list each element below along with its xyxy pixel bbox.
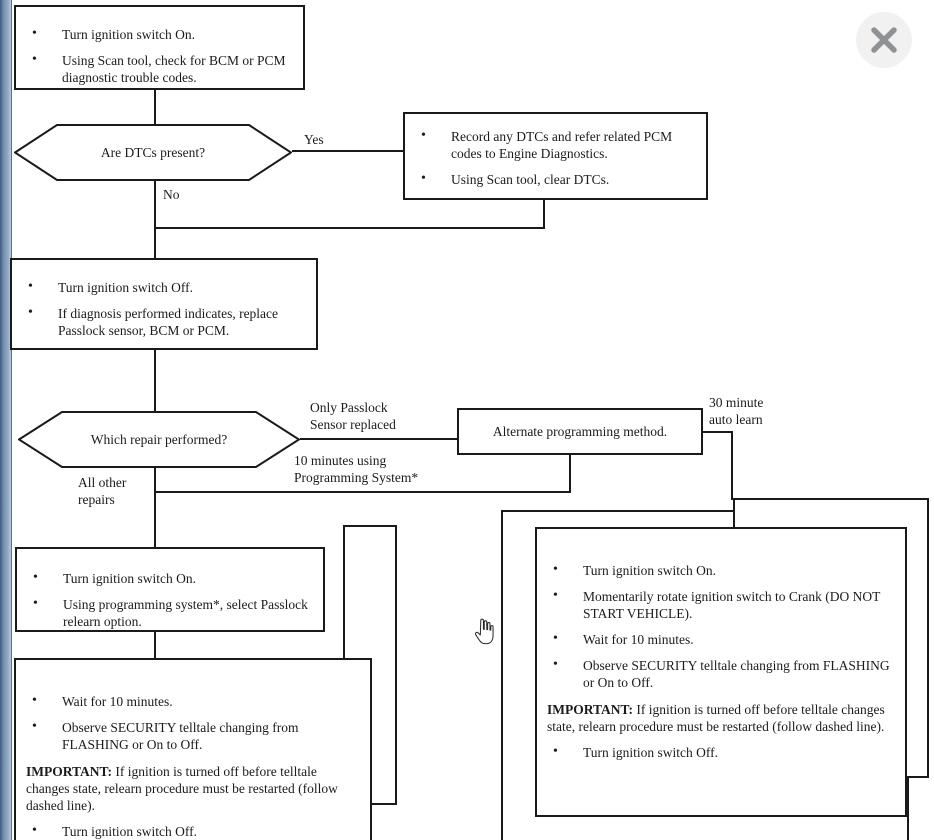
bullet-icon: • xyxy=(32,52,37,67)
list-item-text: Turn ignition switch On. xyxy=(583,563,717,578)
bullet-icon: • xyxy=(553,562,558,577)
branch-label-programming-system: 10 minutes using Programming System* xyxy=(294,453,419,485)
hand-cursor-icon xyxy=(470,615,500,655)
box-label: Alternate programming method. xyxy=(492,423,668,439)
list-item: • If diagnosis performed indicates, repl… xyxy=(12,305,316,339)
list-item-text: Turn ignition switch Off. xyxy=(58,280,194,295)
list-item: • Record any DTCs and refer related PCM … xyxy=(405,128,706,162)
list-item: • Using Scan tool, check for BCM or PCM … xyxy=(16,52,303,86)
flow-box-wait-left: • Wait for 10 minutes. • Observe SECURIT… xyxy=(14,658,372,840)
connector-line xyxy=(154,491,571,493)
important-label: IMPORTANT: xyxy=(26,764,113,779)
list-item: • Wait for 10 minutes. xyxy=(537,631,905,648)
list-item: • Turn ignition switch Off. xyxy=(12,279,316,296)
list-item-text: Using programming system*, select Passlo… xyxy=(63,597,308,629)
bullet-icon: • xyxy=(553,588,558,603)
list-item: • Momentarily rotate ignition switch to … xyxy=(537,588,905,622)
connector-line xyxy=(154,350,156,413)
important-note: IMPORTANT: If ignition is turned off bef… xyxy=(537,691,905,735)
flow-box-relearn-option: • Turn ignition switch On. • Using progr… xyxy=(15,547,325,632)
connector-line xyxy=(154,181,156,258)
close-button[interactable] xyxy=(856,12,912,68)
decision-which-repair: Which repair performed? xyxy=(18,411,300,468)
branch-label-sensor-replaced: Only Passlock Sensor replaced xyxy=(310,400,396,432)
decision-label: Are DTCs present? xyxy=(100,144,206,160)
hexagon-shape xyxy=(18,411,300,468)
list-item: • Turn ignition switch On. xyxy=(537,562,905,579)
list-item-text: Record any DTCs and refer related PCM co… xyxy=(451,129,673,161)
important-label: IMPORTANT: xyxy=(547,702,634,717)
list-item: • Wait for 10 minutes. xyxy=(16,693,370,710)
flow-box-record-dtcs: • Record any DTCs and refer related PCM … xyxy=(403,112,708,200)
flow-box-check-codes: • Turn ignition switch On. • Using Scan … xyxy=(14,5,305,90)
connector-line xyxy=(154,466,156,549)
list-item: • Observe SECURITY telltale changing fro… xyxy=(537,657,905,691)
connector-line xyxy=(731,431,733,500)
bullet-icon: • xyxy=(32,719,37,734)
bullet-icon: • xyxy=(32,693,37,708)
important-text: If ignition is turned off before telltal… xyxy=(26,764,338,813)
important-note: IMPORTANT: If ignition is turned off bef… xyxy=(16,753,370,814)
list-item-text: Wait for 10 minutes. xyxy=(583,632,694,647)
branch-label-no: No xyxy=(163,187,180,202)
important-text: If ignition is turned off before telltal… xyxy=(547,702,885,734)
list-item-text: Using Scan tool, check for BCM or PCM di… xyxy=(62,53,286,85)
bullet-icon: • xyxy=(28,305,33,320)
branch-label-all-other-repairs: All other repairs xyxy=(78,475,127,507)
list-item: • Using Scan tool, clear DTCs. xyxy=(405,171,706,188)
connector-line xyxy=(154,632,156,660)
bullet-icon: • xyxy=(421,128,426,143)
flow-box-alternate-method: Alternate programming method. xyxy=(457,408,703,455)
branch-label-yes: Yes xyxy=(304,132,324,147)
list-item-text: Observe SECURITY telltale changing from … xyxy=(583,658,890,690)
bullet-icon: • xyxy=(28,279,33,294)
list-item: • Turn ignition switch On. xyxy=(17,570,323,587)
list-item-text: Momentarily rotate ignition switch to Cr… xyxy=(583,589,881,621)
list-item-text: Wait for 10 minutes. xyxy=(62,694,173,709)
list-item-text: Turn ignition switch On. xyxy=(63,571,197,586)
connector-line xyxy=(292,150,403,152)
decision-label: Which repair performed? xyxy=(90,431,228,447)
bullet-icon: • xyxy=(553,631,558,646)
hexagon-shape xyxy=(14,124,292,181)
connector-line xyxy=(300,438,457,440)
window-edge-strip xyxy=(0,0,12,840)
list-item-text: Turn ignition switch On. xyxy=(62,27,196,42)
flow-box-diagnosis: • Turn ignition switch Off. • If diagnos… xyxy=(10,258,318,350)
list-item-text: Turn ignition switch Off. xyxy=(583,745,719,760)
bullet-icon: • xyxy=(32,26,37,41)
bullet-icon: • xyxy=(33,596,38,611)
connector-line xyxy=(154,227,545,229)
bullet-icon: • xyxy=(421,171,426,186)
list-item: • Turn ignition switch Off. xyxy=(16,823,370,840)
bullet-icon: • xyxy=(33,570,38,585)
list-item: • Using programming system*, select Pass… xyxy=(17,596,323,630)
list-item-text: If diagnosis performed indicates, replac… xyxy=(58,306,279,338)
decision-dtcs-present: Are DTCs present? xyxy=(14,124,292,181)
connector-line xyxy=(701,431,733,433)
list-item: • Observe SECURITY telltale changing fro… xyxy=(16,719,370,753)
close-icon xyxy=(871,27,897,53)
connector-line xyxy=(154,90,156,126)
flow-box-crank-right: • Turn ignition switch On. • Momentarily… xyxy=(535,527,907,817)
branch-label-auto-learn: 30 minute auto learn xyxy=(709,395,764,427)
connector-line xyxy=(569,455,571,493)
bullet-icon: • xyxy=(553,657,558,672)
bullet-icon: • xyxy=(32,823,37,838)
list-item-text: Using Scan tool, clear DTCs. xyxy=(451,172,610,187)
list-item: • Turn ignition switch Off. xyxy=(537,744,905,761)
bullet-icon: • xyxy=(553,744,558,759)
list-item-text: Turn ignition switch Off. xyxy=(62,824,198,839)
list-item-text: Observe SECURITY telltale changing from … xyxy=(62,720,299,752)
list-item: • Turn ignition switch On. xyxy=(16,26,303,43)
connector-line xyxy=(543,200,545,229)
